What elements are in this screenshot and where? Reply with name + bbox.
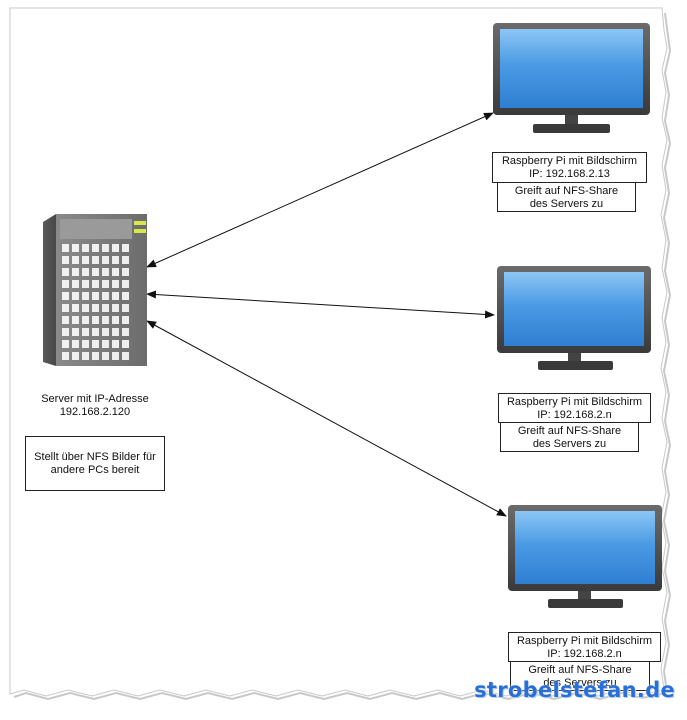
client-1-title-box: Raspberry Pi mit Bildschirm IP: 192.168.… [492,152,647,183]
client-1-ip: IP: 192.168.2.13 [529,168,610,180]
client-3-ip: IP: 192.168.2.n [547,648,622,660]
connection-arrow-client-2 [146,290,495,319]
server-note-line1: Stellt über NFS Bilder für [34,451,156,463]
client-3-title: Raspberry Pi mit Bildschirm [516,635,653,647]
client-1-note-box: Greift auf NFS-Share des Servers zu [497,182,636,212]
client-1-note-line1: Greift auf NFS-Share [514,185,619,197]
client-3-note-line1: Greift auf NFS-Share [528,664,632,676]
server-note-line2: andere PCs bereit [50,464,140,476]
client-1-note-line2: des Servers zu [529,198,604,210]
server-name-label: Server mit IP-Adresse 192.168.2.120 [20,393,170,419]
monitor-icon-client-1 [493,23,650,133]
client-2-title-box: Raspberry Pi mit Bildschirm IP: 192.168.… [498,393,651,423]
monitor-icon-client-2 [497,266,651,370]
client-2-title: Raspberry Pi mit Bildschirm [506,396,643,408]
client-3-note-line2: des Servers zu [543,677,617,689]
server-ip-line: 192.168.2.120 [59,406,131,418]
client-1-title: Raspberry Pi mit Bildschirm [501,155,638,167]
server-icon [43,214,147,366]
server-note-box: Stellt über NFS Bilder für andere PCs be… [25,436,165,491]
client-3-title-box: Raspberry Pi mit Bildschirm IP: 192.168.… [508,632,661,662]
monitor-icon-client-3 [508,505,662,608]
client-2-note-line2: des Servers zu [532,438,607,450]
watermark-text: strobelstefan.de [474,678,675,702]
client-3-note-box: Greift auf NFS-Share des Servers zu [510,661,650,691]
connection-arrow-client-3 [146,320,507,517]
server-vent-grid [62,244,129,360]
connection-arrow-client-1 [146,112,494,268]
client-2-note-box: Greift auf NFS-Share des Servers zu [500,422,639,452]
server-name-line1: Server mit IP-Adresse [41,393,149,405]
client-2-ip: IP: 192.168.2.n [537,409,612,421]
client-2-note-line1: Greift auf NFS-Share [517,425,622,437]
